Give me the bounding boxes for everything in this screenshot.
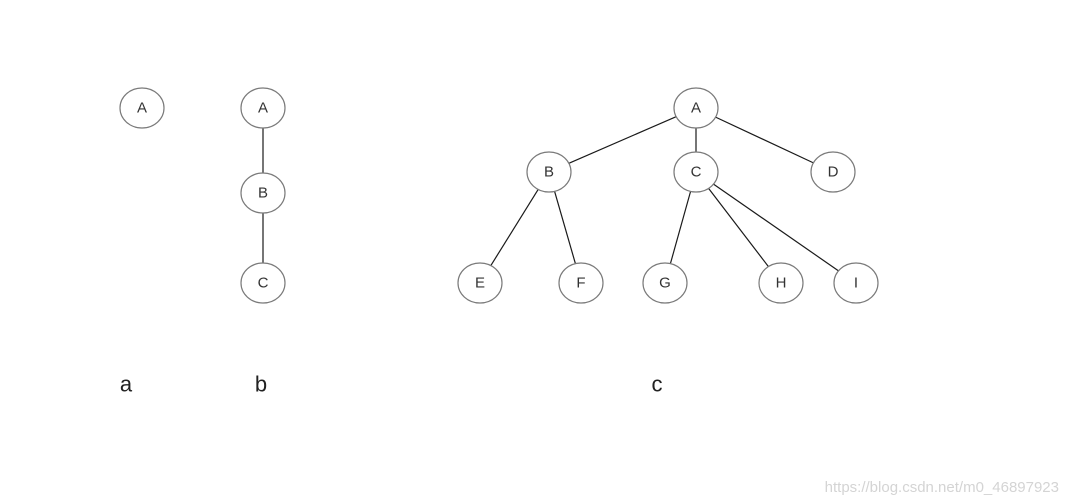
node-circle (673, 87, 719, 129)
node-c-F: F (558, 262, 604, 304)
caption-c: c (652, 372, 663, 397)
node-c-I: I (833, 262, 879, 304)
node-b-B: B (240, 172, 286, 214)
node-label: A (258, 100, 268, 117)
edges-layer (262, 116, 839, 272)
node-label: C (691, 164, 702, 181)
node-b-A: A (240, 87, 286, 129)
node-label: C (258, 275, 269, 292)
node-label: E (475, 275, 485, 292)
node-circle (240, 87, 286, 129)
node-circle (758, 262, 804, 304)
node-circle (810, 151, 856, 193)
captions-layer: a b c (120, 372, 663, 397)
node-label: H (776, 275, 787, 292)
node-circle (833, 262, 879, 304)
node-label: D (828, 164, 839, 181)
node-label: A (691, 100, 701, 117)
edge-c-A-to-c-D (715, 116, 814, 164)
node-c-C: C (673, 151, 719, 193)
node-a-A: A (119, 87, 165, 129)
node-circle (457, 262, 503, 304)
node-c-B: B (526, 151, 572, 193)
caption-b: b (255, 372, 267, 397)
edge-c-C-to-c-H (708, 188, 769, 267)
node-c-E: E (457, 262, 503, 304)
node-c-H: H (758, 262, 804, 304)
edge-c-B-to-c-E (490, 189, 539, 266)
node-label: G (659, 275, 671, 292)
node-circle (240, 262, 286, 304)
node-circle (119, 87, 165, 129)
node-circle (526, 151, 572, 193)
node-label: B (258, 185, 268, 202)
edge-c-A-to-c-B (568, 116, 677, 164)
edge-c-C-to-c-I (713, 183, 839, 272)
node-b-C: C (240, 262, 286, 304)
edge-c-B-to-c-F (554, 191, 576, 264)
node-label: B (544, 164, 554, 181)
node-circle (240, 172, 286, 214)
node-label: A (137, 100, 147, 117)
node-c-D: D (810, 151, 856, 193)
nodes-layer: A A B C A B C D E F G H I (119, 87, 879, 304)
node-label: F (576, 275, 585, 292)
node-c-A: A (673, 87, 719, 129)
watermark: https://blog.csdn.net/m0_46897923 (824, 479, 1059, 496)
edge-c-C-to-c-G (669, 191, 692, 264)
node-c-G: G (642, 262, 688, 304)
node-circle (642, 262, 688, 304)
caption-a: a (120, 372, 133, 397)
node-circle (673, 151, 719, 193)
node-label: I (854, 275, 858, 292)
node-circle (558, 262, 604, 304)
